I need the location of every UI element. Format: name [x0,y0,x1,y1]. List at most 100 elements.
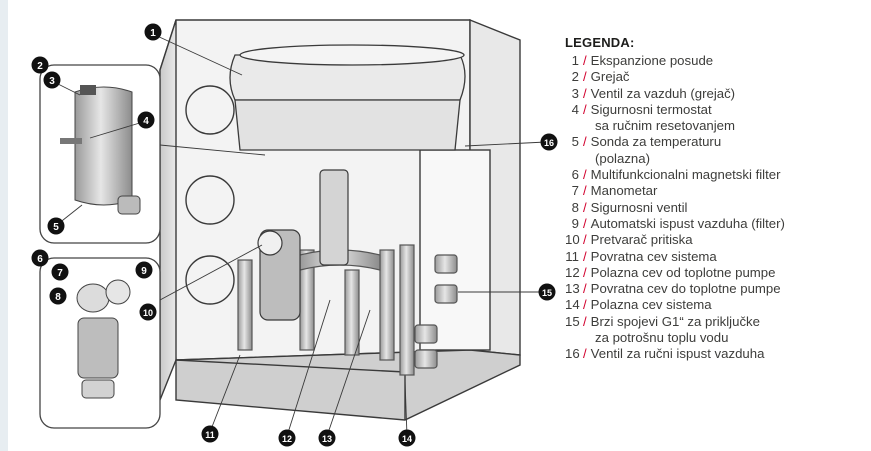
legend-item-9: 9/Automatski ispust vazduha (filter) [565,216,871,232]
legend-item-number: 8 [571,199,579,215]
legend-item-2: 2/Grejač [565,69,871,85]
legend-separator: / [583,264,587,280]
legend-item-number: 1 [571,53,579,68]
legend-item-1: 1 /Ekspanzione posude [565,53,871,69]
left-edge-strip [0,0,8,451]
svg-text:15: 15 [542,288,552,298]
callout-markers: 1 2 3 4 5 6 7 8 9 10 11 12 13 14 15 16 [31,23,558,447]
callout-16: 16 [540,133,558,151]
legend-item-text: Povratna cev do toplotne pumpe [590,281,781,297]
callout-5: 5 [47,217,65,235]
legend-separator: / [583,281,587,297]
legend-separator: / [583,232,587,248]
legend-separator: / [583,297,587,313]
legend-item-text: Brzi spojevi G1“ za priključke [590,313,760,329]
legend-separator: / [583,134,587,150]
legend-item-number: 4 [571,101,579,117]
legend-item-text: Automatski ispust vazduha (filter) [590,215,785,231]
filter-assembly-drawing [257,169,349,321]
callout-15: 15 [538,283,556,301]
callout-13: 13 [318,429,336,447]
legend-item-continuation: sa ručnim resetovanjem [595,118,735,134]
svg-text:16: 16 [544,138,554,148]
legend-separator: / [583,215,587,231]
legend-item-number: 5 [571,134,579,150]
legend-item-3: 3/Ventil za vazduh (grejač) [565,86,871,102]
legend-separator: / [583,313,587,329]
legend-item-number: 3 [571,85,579,101]
callout-10: 10 [139,303,157,321]
legend-item-number: 6 [571,167,579,183]
filter-inset [39,257,161,429]
svg-text:11: 11 [205,430,215,440]
legend-item-11: 11/Povratna cev sistema [565,249,871,265]
legend-item-5: 5/Sonda za temperaturu(polazna) [565,134,871,167]
svg-text:13: 13 [322,434,332,444]
legend-item-7: 7/Manometar [565,183,871,199]
legend-title: LEGENDA: [565,35,635,50]
legend-item-number: 2 [571,69,579,85]
leader-lines [49,34,547,437]
legend-item-text: Sigurnosni ventil [590,199,688,215]
legend-item-text: Manometar [590,183,658,199]
legend-item-number: 7 [571,183,579,199]
callout-8: 8 [49,287,67,305]
legend-separator: / [583,199,587,215]
callout-9: 9 [135,261,153,279]
legend-separator: / [583,248,587,264]
legend-item-10: 10/Pretvarač pritiska [565,232,871,248]
legend-separator: / [583,346,587,362]
callout-1: 1 [144,23,162,41]
legend-separator: / [583,101,587,117]
legend-item-text: Multifunkcionalni magnetski filter [590,167,781,183]
svg-text:7: 7 [57,268,63,279]
expansion-vessel-drawing [229,44,466,151]
legend-item-number: 10 [565,232,580,248]
legend-item-number: 13 [565,281,580,297]
svg-text:14: 14 [402,434,412,444]
legend-separator: / [583,167,587,183]
legend-item-text: Ventil za ručni ispust vazduha [590,346,765,362]
svg-text:8: 8 [55,292,61,303]
legend-item-number: 12 [565,264,580,280]
svg-text:10: 10 [143,308,153,318]
legend-item-continuation: (polazna) [595,150,650,166]
callout-7: 7 [51,263,69,281]
callout-6: 6 [31,249,49,267]
svg-text:2: 2 [37,61,43,72]
legend-separator: / [583,85,587,101]
heater-inset [39,64,161,244]
legend-item-13: 13/Povratna cev do toplotne pumpe [565,281,871,297]
legend-item-text: Sigurnosni termostat [590,101,712,117]
callout-12: 12 [278,429,296,447]
unit-diagram: 1 2 3 4 5 6 7 8 9 10 11 12 13 14 15 16 [31,18,558,447]
legend-item-14: 14/Polazna cev sistema [565,297,871,313]
legend-item-continuation: za potrošnu toplu vodu [595,330,729,346]
legend-item-text: Polazna cev sistema [590,297,712,313]
legend-item-8: 8/Sigurnosni ventil [565,200,871,216]
legend-item-number: 16 [565,346,580,362]
legend-item-text: Povratna cev sistema [590,248,717,264]
legend-item-number: 15 [565,313,580,329]
legend-separator: / [583,53,587,68]
svg-text:5: 5 [53,222,59,233]
legend-separator: / [583,183,587,199]
legend-item-text: Polazna cev od toplotne pumpe [590,264,776,280]
svg-text:6: 6 [37,254,43,265]
svg-text:12: 12 [282,434,292,444]
callout-11: 11 [201,425,219,443]
legend-separator: / [583,69,587,85]
legend-item-text: Sonda za temperaturu [590,134,722,150]
legend-item-12: 12/Polazna cev od toplotne pumpe [565,265,871,281]
svg-text:3: 3 [49,76,55,87]
legend-item-number: 11 [565,248,579,264]
callout-3: 3 [43,71,61,89]
legend-item-text: Pretvarač pritiska [590,232,693,248]
legend-item-text: Ekspanzione posude [590,53,714,68]
svg-text:9: 9 [141,266,147,277]
callout-14: 14 [398,429,416,447]
callout-2: 2 [31,56,49,74]
